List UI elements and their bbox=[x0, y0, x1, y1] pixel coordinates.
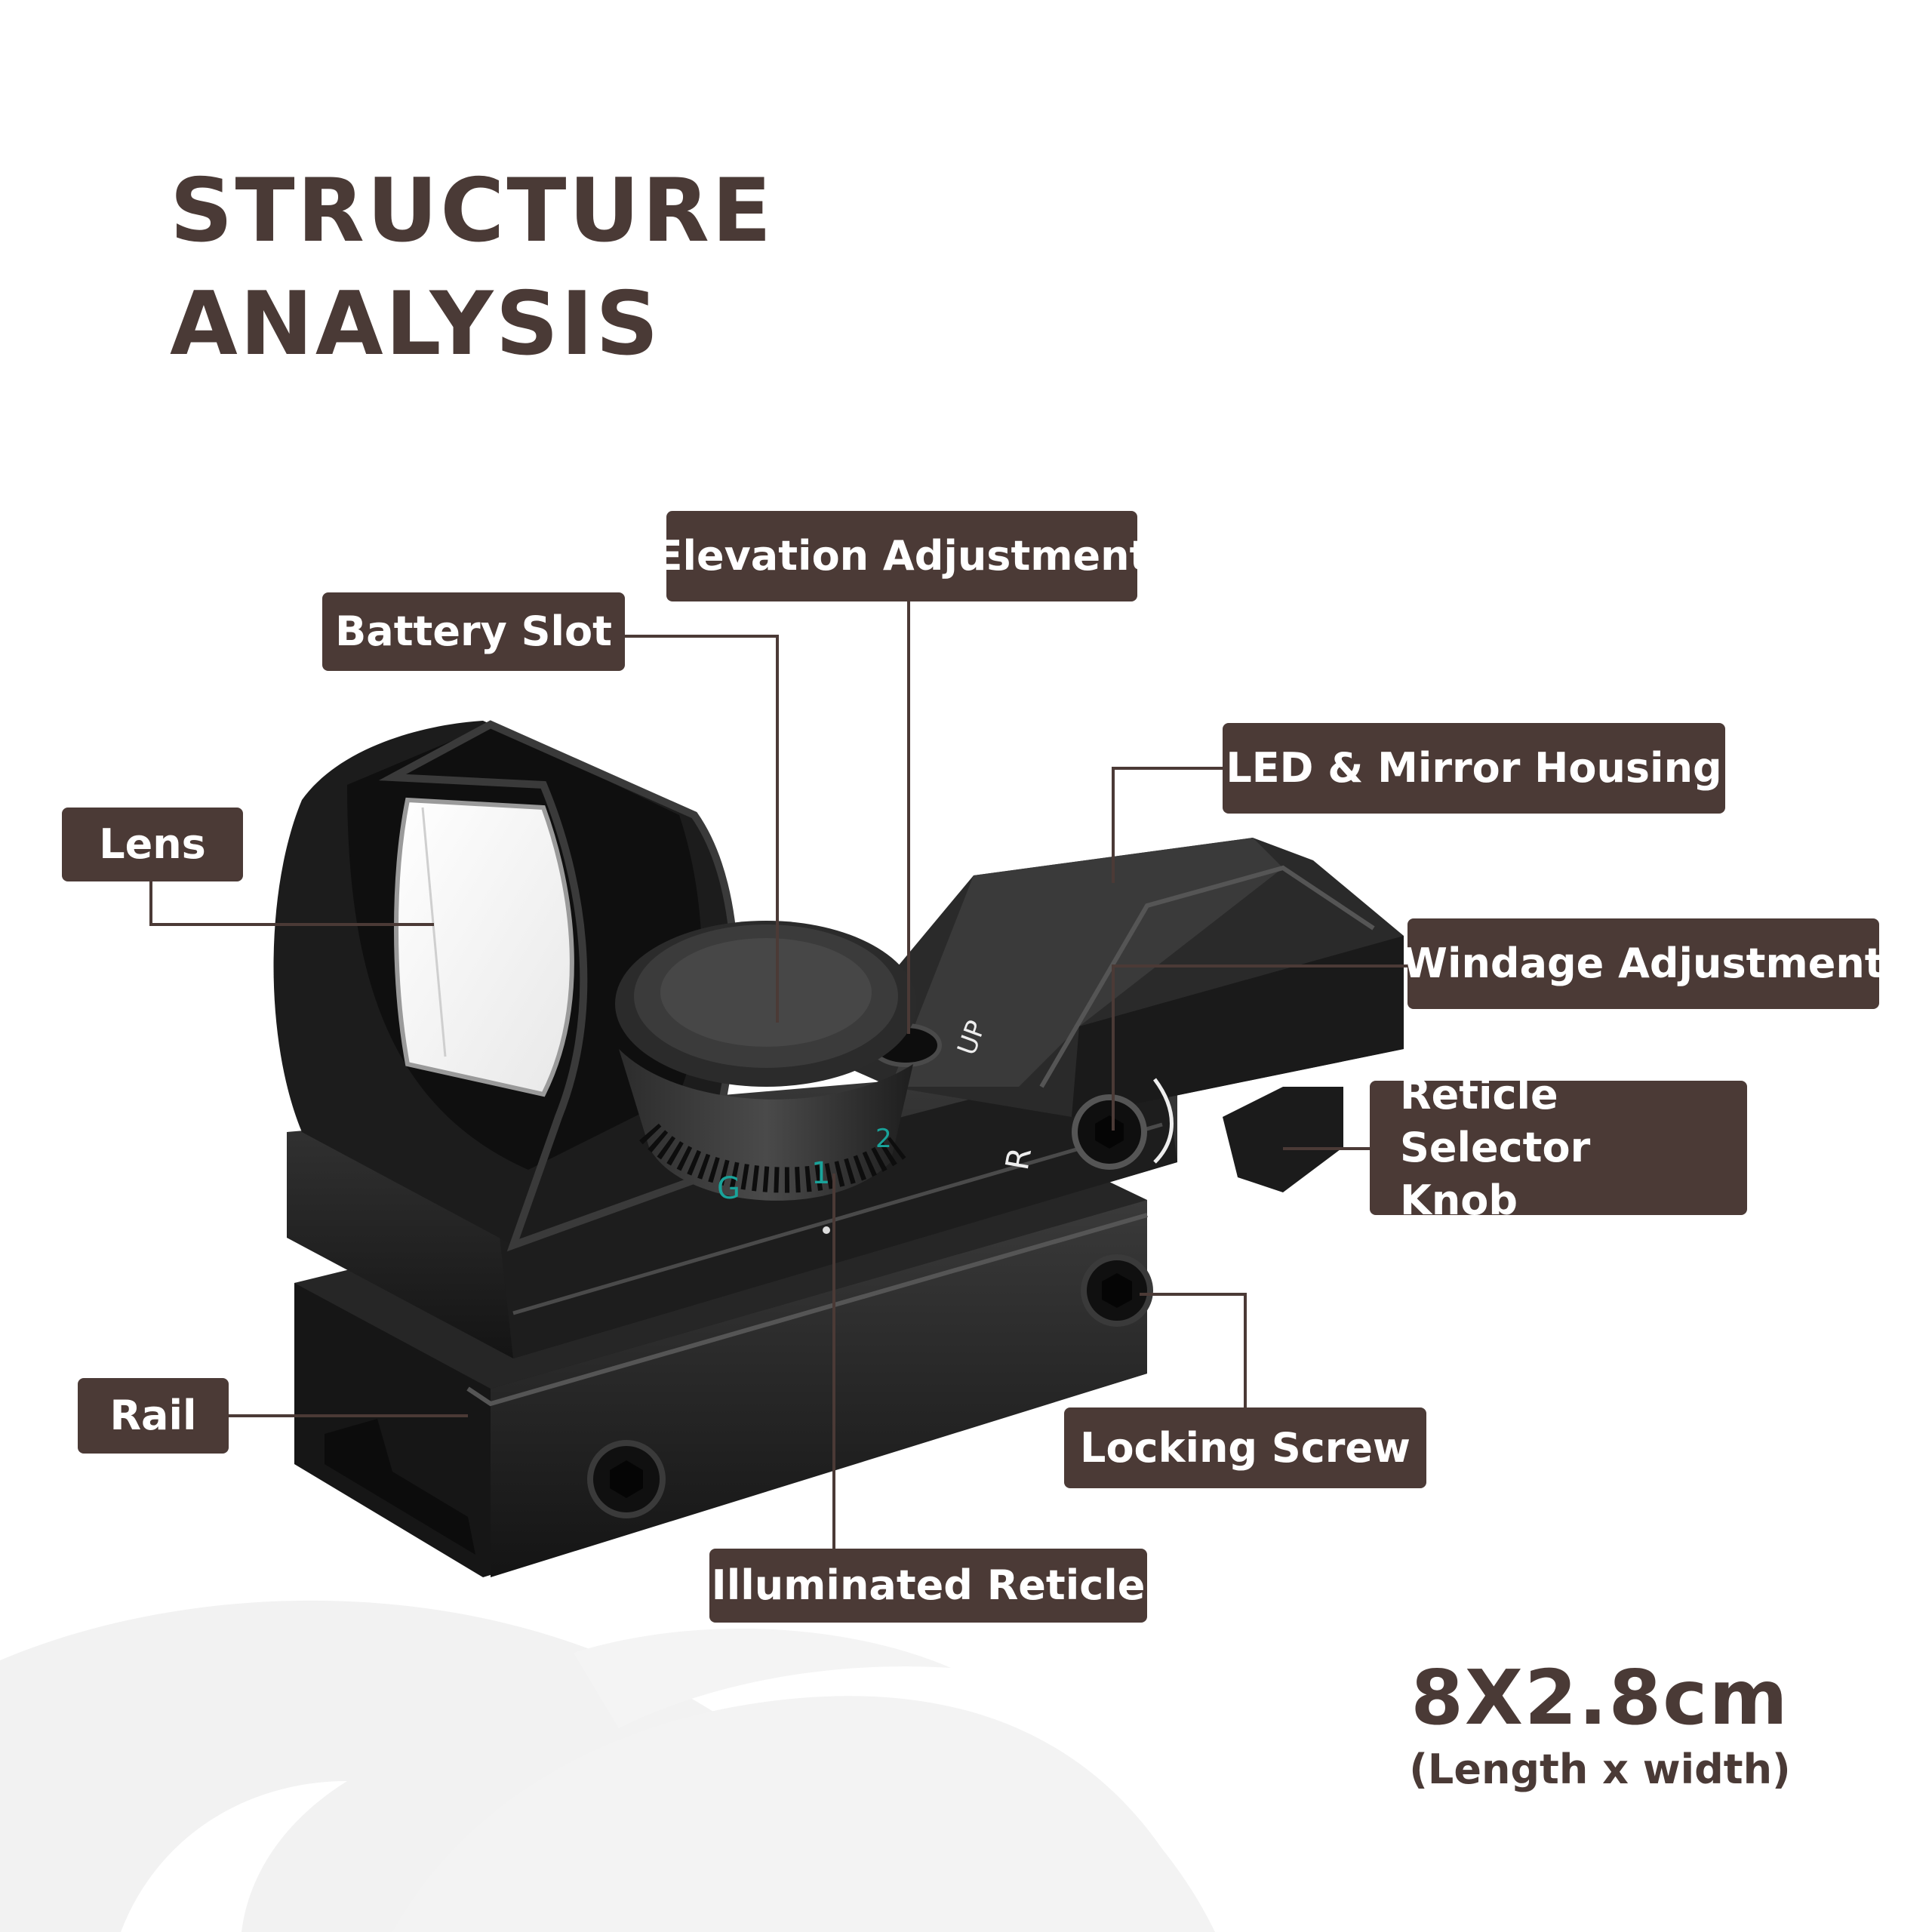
callout-battery-slot: Battery Slot bbox=[322, 592, 625, 671]
lens-hood bbox=[273, 720, 740, 1252]
page-title: STRUCTURE ANALYSIS bbox=[170, 155, 774, 381]
callout-locking-screw: Locking Screw bbox=[1064, 1407, 1426, 1488]
callout-illuminated-reticle: Illuminated Reticle bbox=[709, 1549, 1147, 1623]
dimensions-caption: (Length x width) bbox=[1409, 1746, 1791, 1793]
callout-elevation-label: Elevation Adjustment bbox=[654, 532, 1149, 580]
callout-locking-screw-label: Locking Screw bbox=[1080, 1423, 1411, 1472]
callout-illuminated-reticle-label: Illuminated Reticle bbox=[711, 1561, 1146, 1609]
callout-rail-label: Rail bbox=[109, 1392, 197, 1439]
callout-rail: Rail bbox=[78, 1378, 229, 1454]
callout-windage-adjustment: Windage Adjustment bbox=[1402, 918, 1884, 1009]
knob-mark-2: 2 bbox=[875, 1124, 892, 1154]
title-line-2: ANALYSIS bbox=[170, 273, 661, 375]
callout-battery-label: Battery Slot bbox=[335, 608, 612, 655]
callout-led-mirror-label: LED & Mirror Housing bbox=[1226, 744, 1722, 792]
knob-mark-1: 1 bbox=[811, 1156, 830, 1191]
dimensions-block: 8X2.8cm (Length x width) bbox=[1381, 1653, 1819, 1796]
callout-elevation-adjustment: Elevation Adjustment bbox=[655, 511, 1149, 601]
knob-mark-g: G bbox=[717, 1171, 740, 1206]
callout-lens: Lens bbox=[62, 808, 243, 881]
callout-lens-label: Lens bbox=[99, 820, 206, 868]
callout-reticle-selector-label: Reticle Selector Knob bbox=[1400, 1071, 1591, 1224]
callout-windage-label: Windage Adjustment bbox=[1402, 940, 1884, 987]
title-line-1: STRUCTURE bbox=[170, 160, 774, 262]
reticle-dial: G 1 2 bbox=[615, 921, 917, 1234]
callout-reticle-selector-knob: Reticle Selector Knob bbox=[1370, 1071, 1747, 1224]
dimensions-value: 8X2.8cm bbox=[1411, 1654, 1789, 1742]
callout-led-mirror-housing: LED & Mirror Housing bbox=[1223, 723, 1725, 814]
